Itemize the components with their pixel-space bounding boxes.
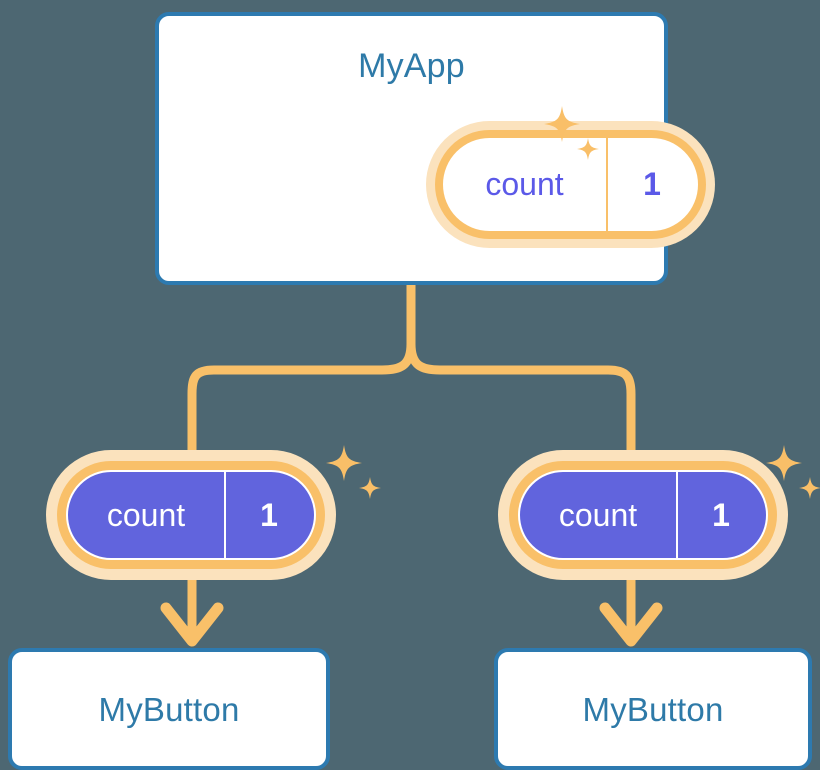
page-title: MyApp (358, 47, 465, 85)
state-value-label: 1 (260, 496, 278, 533)
sparkle-icon-small (359, 477, 381, 499)
pill-inner: count 1 (518, 470, 768, 560)
connector-branch-left (187, 339, 416, 467)
arrow-down-icon-left (160, 602, 224, 647)
pill-ring: count 1 (57, 461, 325, 569)
state-pill-myapp[interactable]: count 1 (426, 121, 715, 248)
pill-ring: count 1 (509, 461, 777, 569)
pill-ring: count 1 (435, 130, 706, 239)
state-pill-mybutton-right[interactable]: count 1 (498, 450, 788, 580)
component-title: MyButton (582, 690, 724, 728)
arrow-down-icon-right (599, 602, 663, 647)
sparkle-icon-small (799, 477, 820, 499)
state-pill-mybutton-left[interactable]: count 1 (46, 450, 336, 580)
state-key-label: count (443, 138, 608, 231)
component-title: MyButton (98, 690, 240, 728)
sparkle-icon-large (326, 445, 362, 481)
pill-inner: count 1 (443, 138, 698, 231)
state-value-label: 1 (712, 496, 730, 533)
connector-branch-right (406, 339, 636, 467)
component-card-mybutton-right[interactable]: MyButton (494, 648, 812, 770)
component-card-mybutton-left[interactable]: MyButton (8, 648, 330, 770)
state-key-label: count (520, 472, 678, 558)
state-key-label: count (68, 472, 226, 558)
component-card-myapp[interactable]: MyApp count 1 (155, 12, 715, 285)
state-value-label: 1 (643, 166, 661, 202)
pill-inner: count 1 (66, 470, 316, 560)
